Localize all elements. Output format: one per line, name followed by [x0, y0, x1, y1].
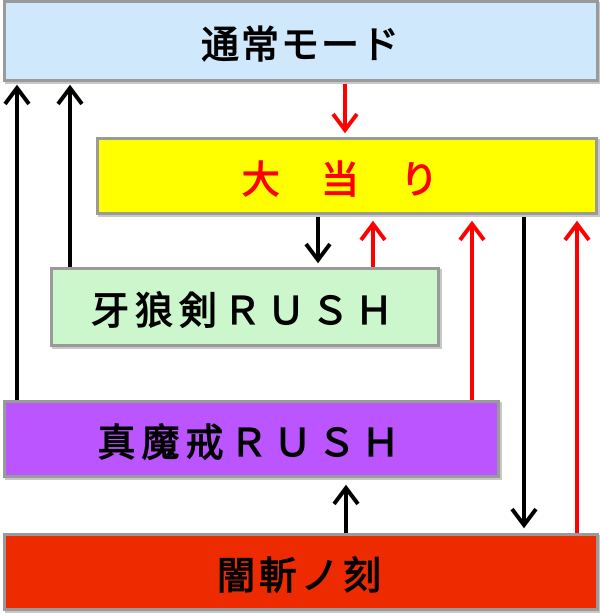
arrow-yami-to-jackpot [563, 220, 591, 533]
jackpot-node: 大 当 り [96, 137, 598, 215]
yami-time-label: 闇斬ノ刻 [216, 553, 385, 598]
garo-rush-node: 牙狼剣ＲＵＳＨ [50, 267, 440, 347]
garo-rush-label: 牙狼剣ＲＵＳＨ [90, 288, 399, 333]
normal-mode-node: 通常モード [3, 0, 599, 82]
arrow-jackpot-to-garo [304, 217, 332, 264]
arrow-shinma-to-jackpot [458, 220, 486, 400]
shinma-rush-node: 真魔戒ＲＵＳＨ [3, 400, 500, 478]
normal-mode-label: 通常モード [200, 22, 401, 67]
jackpot-label: 大 当 り [241, 157, 453, 202]
arrow-garo-to-normal [56, 84, 84, 267]
arrow-normal-to-jackpot [331, 84, 359, 134]
arrow-shinma-to-normal [3, 84, 31, 400]
yami-time-node: 闇斬ノ刻 [3, 533, 599, 611]
arrow-yami-to-shinma [332, 484, 360, 533]
arrow-garo-to-jackpot [359, 220, 387, 267]
arrow-jackpot-to-yami [510, 217, 538, 529]
shinma-rush-label: 真魔戒ＲＵＳＨ [97, 420, 406, 465]
